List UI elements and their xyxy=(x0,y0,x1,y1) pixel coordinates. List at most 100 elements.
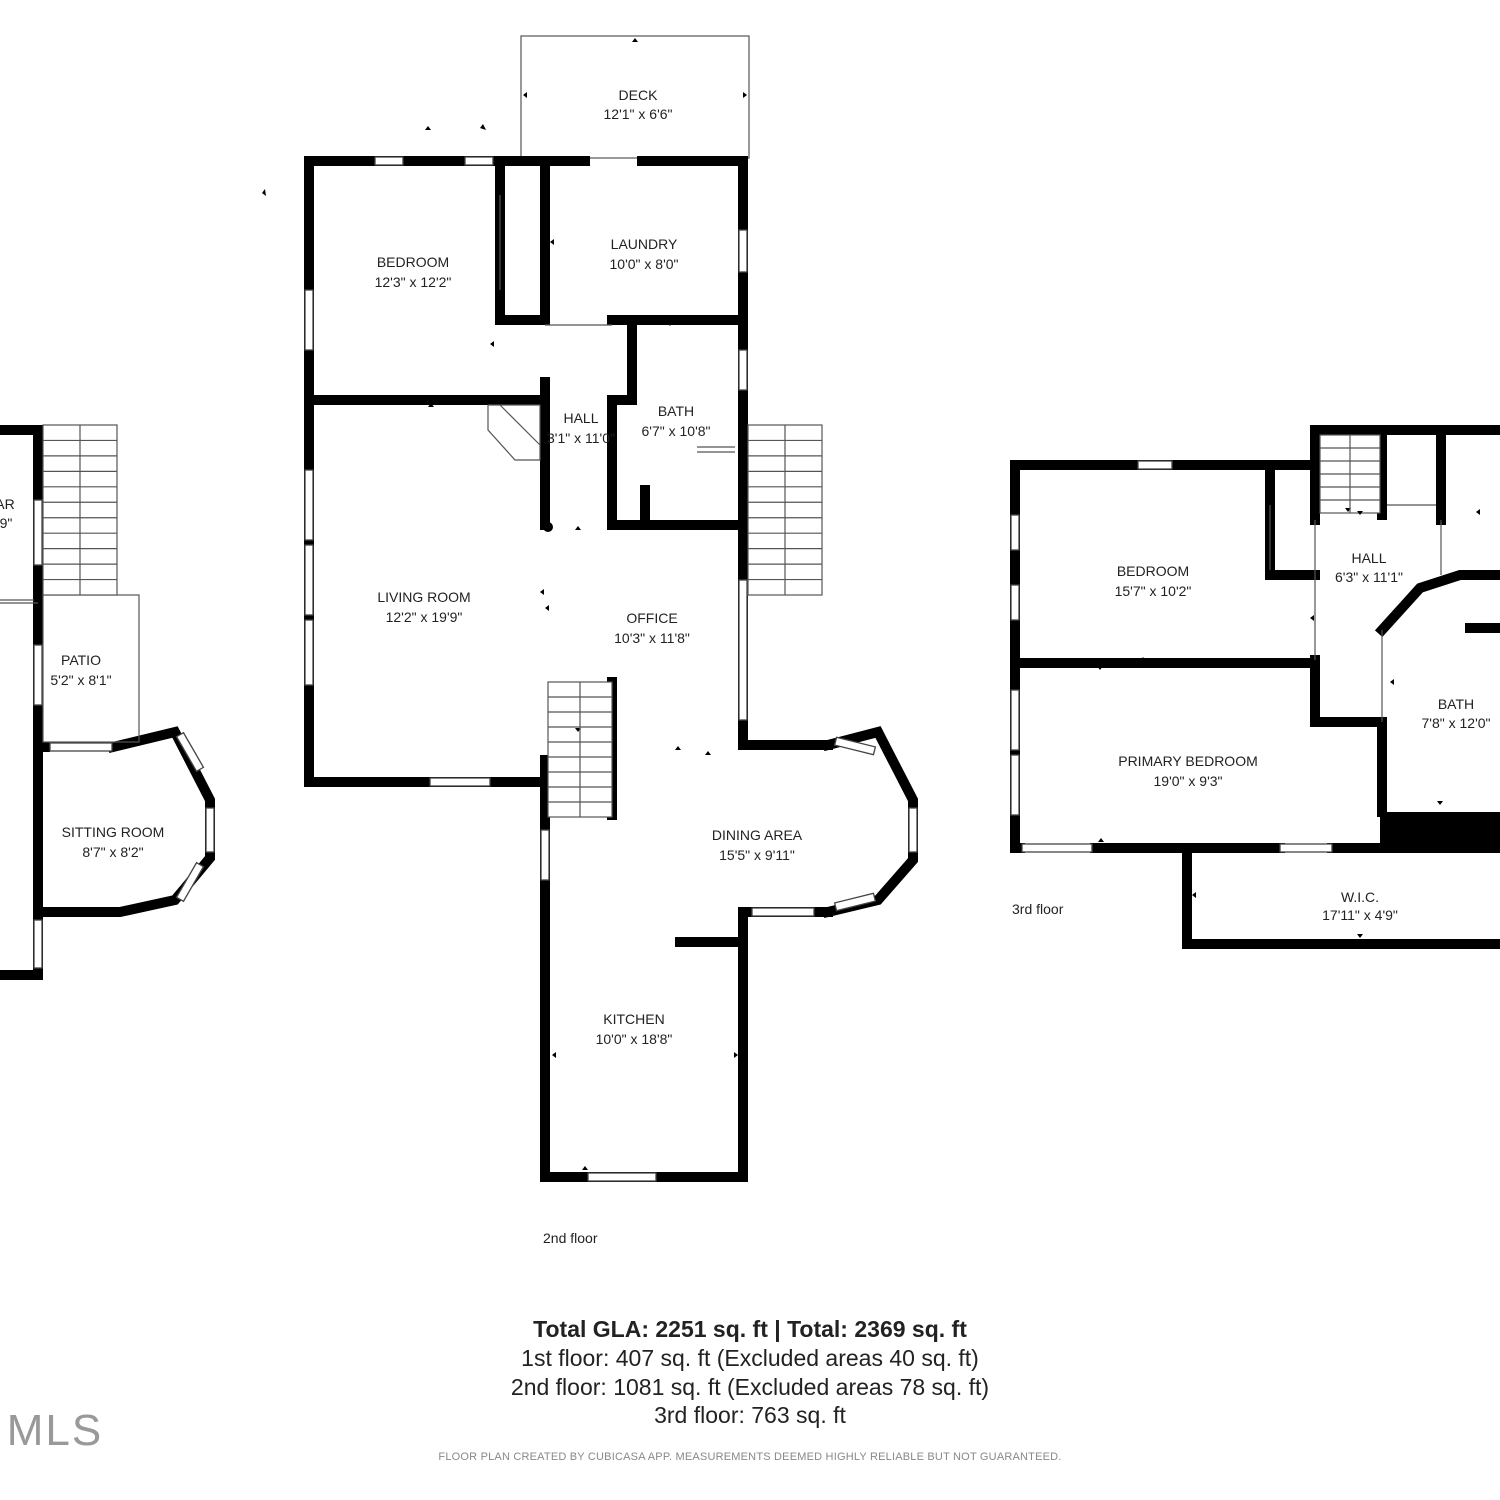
dimension-ticks-third xyxy=(1097,508,1480,938)
room-dims-office: 10'3" x 11'8" xyxy=(614,630,690,646)
room-dims-hall-3: 6'3" x 11'1" xyxy=(1335,569,1403,585)
room-dims-kitchen: 10'0" x 18'8" xyxy=(596,1031,673,1047)
window xyxy=(1010,754,1020,816)
room-dims-bath-2: 6'7" x 10'8" xyxy=(642,423,711,439)
room-dims-cellar: 9" xyxy=(0,515,12,531)
wall-hall3-bottom xyxy=(1310,655,1387,817)
window xyxy=(1137,460,1173,470)
room-name-cellar: AR xyxy=(0,496,15,512)
window xyxy=(738,229,748,273)
room-name-hall-2: HALL xyxy=(563,410,598,426)
window xyxy=(833,892,877,912)
window xyxy=(205,807,215,853)
room-name-dining: DINING AREA xyxy=(712,827,803,843)
window xyxy=(304,619,314,686)
wall-top-right xyxy=(637,156,833,750)
room-name-laundry: LAUNDRY xyxy=(611,236,678,252)
room-dims-hall-2: 3'1" x 11'0" xyxy=(547,430,615,446)
first-floor-area: 1st floor: 407 sq. ft (Excluded areas 40… xyxy=(521,1345,979,1371)
wall-bath-left xyxy=(607,315,748,530)
window xyxy=(33,499,43,566)
room-name-deck: DECK xyxy=(619,87,659,103)
room-dims-deck: 12'1" x 6'6" xyxy=(604,106,673,122)
room-name-wic: W.I.C. xyxy=(1341,889,1379,905)
wall-wic xyxy=(1182,843,1500,949)
room-dims-living: 12'2" x 19'9" xyxy=(386,609,463,625)
third-floor-plan xyxy=(1010,425,1500,949)
window xyxy=(1021,843,1093,853)
room-name-patio: PATIO xyxy=(61,652,101,668)
wall-living-outer xyxy=(304,395,833,1182)
window xyxy=(304,469,314,541)
room-dims-sitting: 8'7" x 8'2" xyxy=(82,844,143,860)
second-floor-plan xyxy=(262,35,918,1182)
stair-treads-east xyxy=(748,425,822,595)
room-name-bath-3: BATH xyxy=(1438,696,1474,712)
patio-outline xyxy=(42,594,140,743)
window xyxy=(833,736,877,756)
wall-closet xyxy=(495,156,550,325)
wall-sitting-bay xyxy=(33,726,215,917)
wall-post xyxy=(543,522,553,532)
window xyxy=(33,644,43,706)
wall-bath3 xyxy=(1374,570,1500,638)
room-dims-bedroom-2: 12'3" x 12'2" xyxy=(375,274,452,290)
dark-fixture xyxy=(1380,812,1500,848)
window xyxy=(1010,584,1020,621)
wall-closet3 xyxy=(1265,460,1320,580)
window xyxy=(738,349,748,391)
room-dims-primary: 19'0" x 9'3" xyxy=(1154,773,1223,789)
room-dims-dining: 15'5" x 9'11" xyxy=(719,847,795,863)
room-dims-bath-3: 7'8" x 12'0" xyxy=(1422,715,1491,731)
window xyxy=(175,861,205,903)
window xyxy=(374,156,404,166)
room-name-bedroom-2: BEDROOM xyxy=(377,254,449,270)
room-labels: DECK 12'1" x 6'6" BEDROOM 12'3" x 12'2" … xyxy=(0,87,1491,1246)
room-name-living: LIVING ROOM xyxy=(377,589,470,605)
stair-treads-third xyxy=(1320,435,1380,513)
room-name-primary: PRIMARY BEDROOM xyxy=(1118,753,1258,769)
third-floor-area: 3rd floor: 763 sq. ft xyxy=(654,1402,846,1428)
window xyxy=(751,907,815,917)
window xyxy=(175,731,205,773)
stair-treads-first xyxy=(43,425,117,595)
total-area: Total GLA: 2251 sq. ft | Total: 2369 sq.… xyxy=(533,1316,967,1342)
window xyxy=(1010,689,1020,751)
stair-treads-interior xyxy=(548,682,612,817)
dimension-ticks xyxy=(262,38,747,1170)
wall-bay xyxy=(821,726,918,919)
first-floor-plan xyxy=(0,424,215,980)
room-dims-wic: 17'11" x 4'9" xyxy=(1322,907,1398,923)
room-dims-patio: 5'2" x 8'1" xyxy=(50,672,111,688)
disclaimer: FLOOR PLAN CREATED BY CUBICASA APP. MEAS… xyxy=(438,1451,1062,1463)
window xyxy=(738,579,748,721)
window xyxy=(33,919,43,969)
window xyxy=(304,289,314,351)
fireplace-line xyxy=(499,404,541,446)
window xyxy=(908,807,918,853)
window xyxy=(1010,514,1020,551)
window xyxy=(464,156,494,166)
room-dims-bedroom-3: 15'7" x 10'2" xyxy=(1115,583,1192,599)
window xyxy=(49,742,113,752)
floor-label-second: 2nd floor xyxy=(543,1230,598,1246)
room-name-office: OFFICE xyxy=(626,610,677,626)
room-dims-laundry: 10'0" x 8'0" xyxy=(610,256,679,272)
window xyxy=(540,829,550,881)
window xyxy=(429,777,491,787)
room-name-bedroom-3: BEDROOM xyxy=(1117,563,1189,579)
room-name-kitchen: KITCHEN xyxy=(603,1011,664,1027)
second-floor-area: 2nd floor: 1081 sq. ft (Excluded areas 7… xyxy=(510,1373,990,1400)
room-name-bath-2: BATH xyxy=(658,403,694,419)
fireplace xyxy=(487,404,541,461)
watermark: e MLS xyxy=(0,1406,104,1455)
area-summary: Total GLA: 2251 sq. ft | Total: 2369 sq.… xyxy=(0,1314,1500,1430)
window xyxy=(304,544,314,616)
window xyxy=(587,1172,657,1182)
room-name-sitting: SITTING ROOM xyxy=(62,824,165,840)
floor-label-third: 3rd floor xyxy=(1012,901,1064,917)
window xyxy=(1279,843,1333,853)
deck-outline xyxy=(520,35,750,159)
room-name-hall-3: HALL xyxy=(1351,550,1386,566)
